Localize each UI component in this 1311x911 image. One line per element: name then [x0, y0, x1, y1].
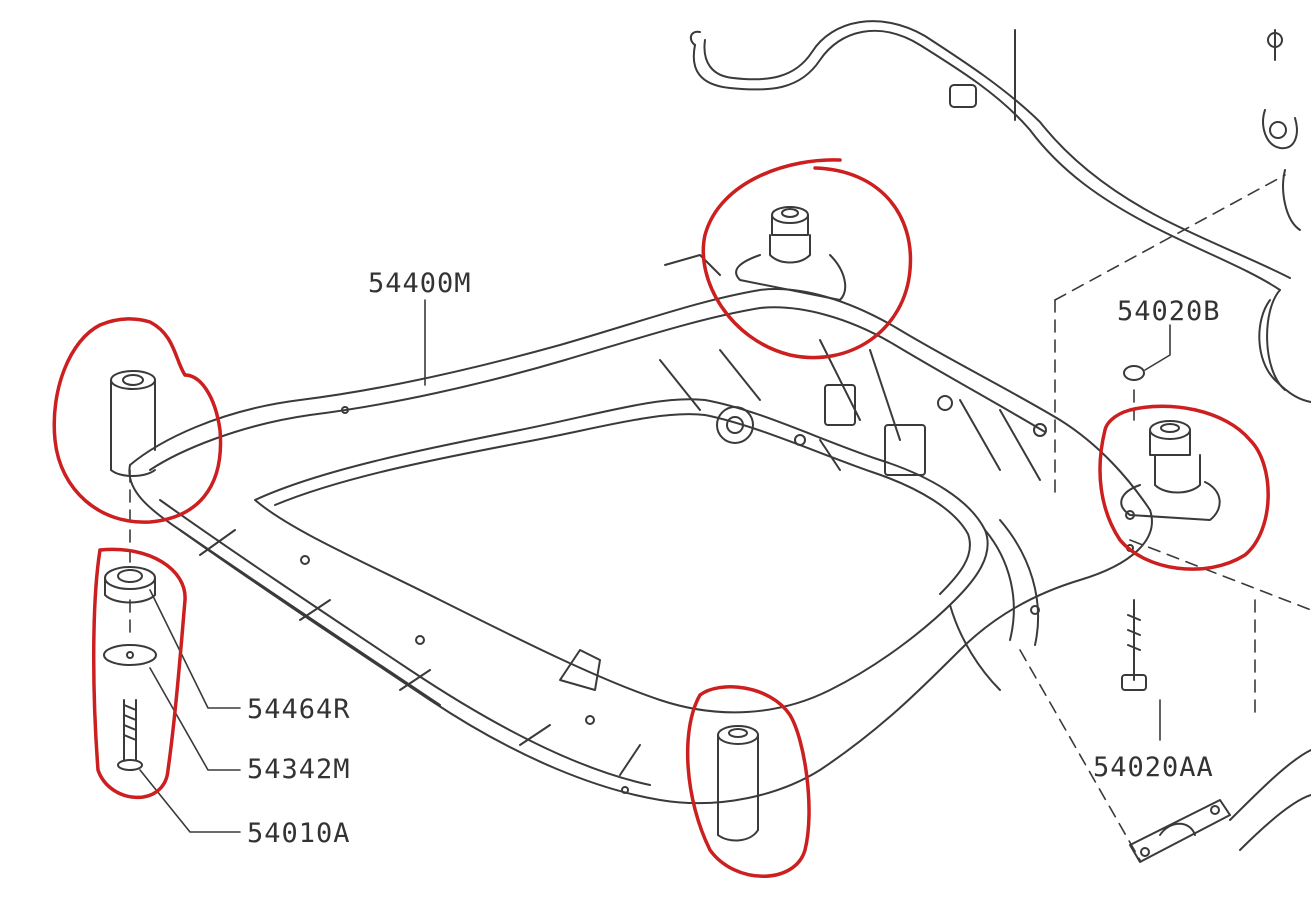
label-54464R: 54464R [247, 694, 351, 725]
label-54020B: 54020B [1117, 296, 1221, 327]
stabilizer-bar [689, 20, 1291, 291]
right-link-hardware [1258, 29, 1311, 403]
front-left-bushing-circle [52, 317, 223, 524]
mount-hardware-circle [91, 547, 187, 800]
label-54342M: 54342M [247, 754, 351, 785]
front-left-bushing [110, 370, 156, 477]
leader-lines [139, 299, 1171, 833]
bottom-right-bracket [1129, 749, 1311, 863]
rear-left-bushing-circle [701, 158, 913, 360]
label-54400M: 54400M [368, 268, 472, 299]
subframe-body [128, 288, 1153, 805]
front-right-bushing-circle [685, 685, 811, 878]
label-54020AA: 54020AA [1093, 752, 1214, 783]
rear-right-bushing [1120, 365, 1221, 691]
rear-left-bushing [664, 206, 847, 301]
label-54010A: 54010A [247, 818, 351, 849]
mount-hardware-stack [103, 566, 157, 771]
rear-right-bushing-circle [1098, 404, 1270, 571]
front-right-bushing [717, 725, 759, 842]
reference-lines [129, 174, 1311, 861]
